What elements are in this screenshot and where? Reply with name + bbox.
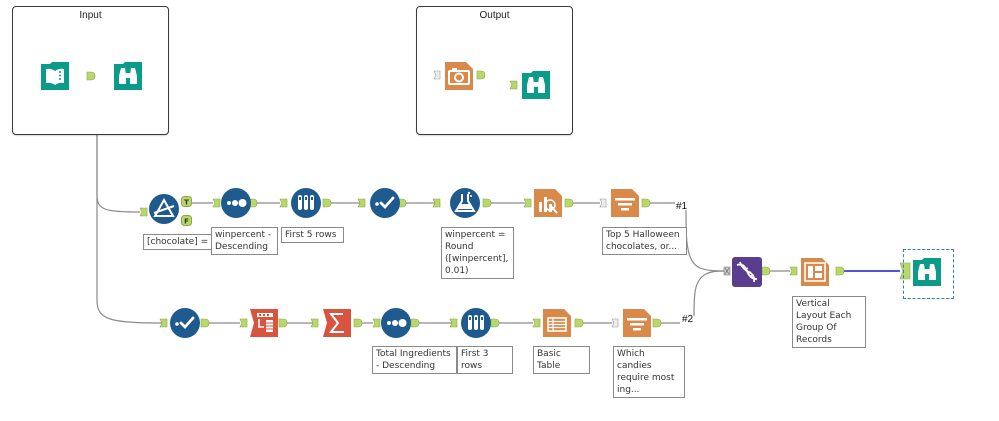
test-tubes-icon — [291, 188, 321, 218]
tool-sample[interactable] — [461, 308, 491, 338]
tool-select[interactable] — [370, 188, 400, 218]
tool-browse[interactable] — [912, 257, 942, 287]
annotation-sample: First 3 rows — [457, 346, 513, 374]
tool-browse[interactable] — [521, 70, 551, 100]
transpose-icon — [250, 309, 278, 337]
tool-sort[interactable] — [221, 188, 251, 218]
table-icon — [543, 309, 571, 337]
connection — [685, 209, 725, 272]
tool-layout[interactable] — [800, 257, 830, 287]
annotation-report-text: Which candies require most ing... — [613, 346, 685, 398]
tool-filter[interactable] — [149, 194, 179, 224]
dots-icon — [221, 188, 251, 218]
tool-report-text[interactable] — [622, 308, 652, 338]
flask-icon — [450, 188, 480, 218]
tool-browse[interactable] — [113, 61, 143, 91]
tool-sample[interactable] — [291, 188, 321, 218]
tool-select[interactable] — [170, 308, 200, 338]
tool-table[interactable] — [542, 308, 572, 338]
tool-union[interactable] — [732, 257, 762, 287]
tool-transpose[interactable] — [249, 308, 279, 338]
dots-icon — [381, 308, 411, 338]
annotation-sort: Total Ingredients - Descending — [372, 346, 457, 374]
tool-summarize[interactable] — [322, 308, 352, 338]
connection — [693, 270, 725, 317]
selection-box — [903, 249, 954, 299]
chart-icon — [534, 189, 562, 217]
binoculars-icon — [522, 71, 550, 99]
annotation-filter: [chocolate] = 1 — [143, 234, 223, 250]
dna-icon — [732, 257, 762, 287]
annotation-layout: Vertical Layout Each Group Of Records — [792, 296, 866, 348]
text-lines-icon — [611, 189, 639, 217]
annotation-formula: winpercent = Round ([winpercent], 0.01) — [441, 227, 514, 279]
filter-true-anchor[interactable]: T — [181, 196, 193, 208]
tool-interactive-chart[interactable] — [533, 188, 563, 218]
camera-icon — [445, 62, 473, 90]
annotation-table: Basic Table — [533, 346, 590, 374]
container-title: Output — [479, 10, 510, 21]
container-title: Input — [79, 10, 102, 21]
binoculars-icon — [913, 258, 941, 286]
test-tubes-icon — [461, 308, 491, 338]
container-input[interactable]: Input — [12, 6, 169, 135]
connection-label: #2 — [682, 314, 694, 325]
layout-icon — [801, 258, 829, 286]
checkmark-icon — [370, 188, 400, 218]
connection-label: #1 — [676, 201, 688, 212]
tool-sort[interactable] — [381, 308, 411, 338]
tool-input-data[interactable] — [40, 61, 70, 91]
container-output[interactable]: Output — [416, 6, 573, 135]
tool-render[interactable] — [444, 61, 474, 91]
annotation-report-text: Top 5 Halloween chocolates, or... — [602, 227, 687, 255]
checkmark-icon — [170, 308, 200, 338]
filter-false-anchor[interactable]: F — [181, 215, 193, 227]
book-icon — [41, 62, 69, 90]
annotation-sample: First 5 rows — [281, 227, 344, 243]
binoculars-icon — [114, 62, 142, 90]
filter-triangle-icon — [149, 194, 179, 224]
svg-text:T: T — [184, 199, 189, 207]
tool-formula[interactable] — [450, 188, 480, 218]
svg-text:F: F — [184, 218, 189, 226]
sigma-icon — [323, 309, 351, 337]
text-lines-icon — [623, 309, 651, 337]
tool-report-text[interactable] — [610, 188, 640, 218]
annotation-sort: winpercent - Descending — [211, 227, 278, 255]
